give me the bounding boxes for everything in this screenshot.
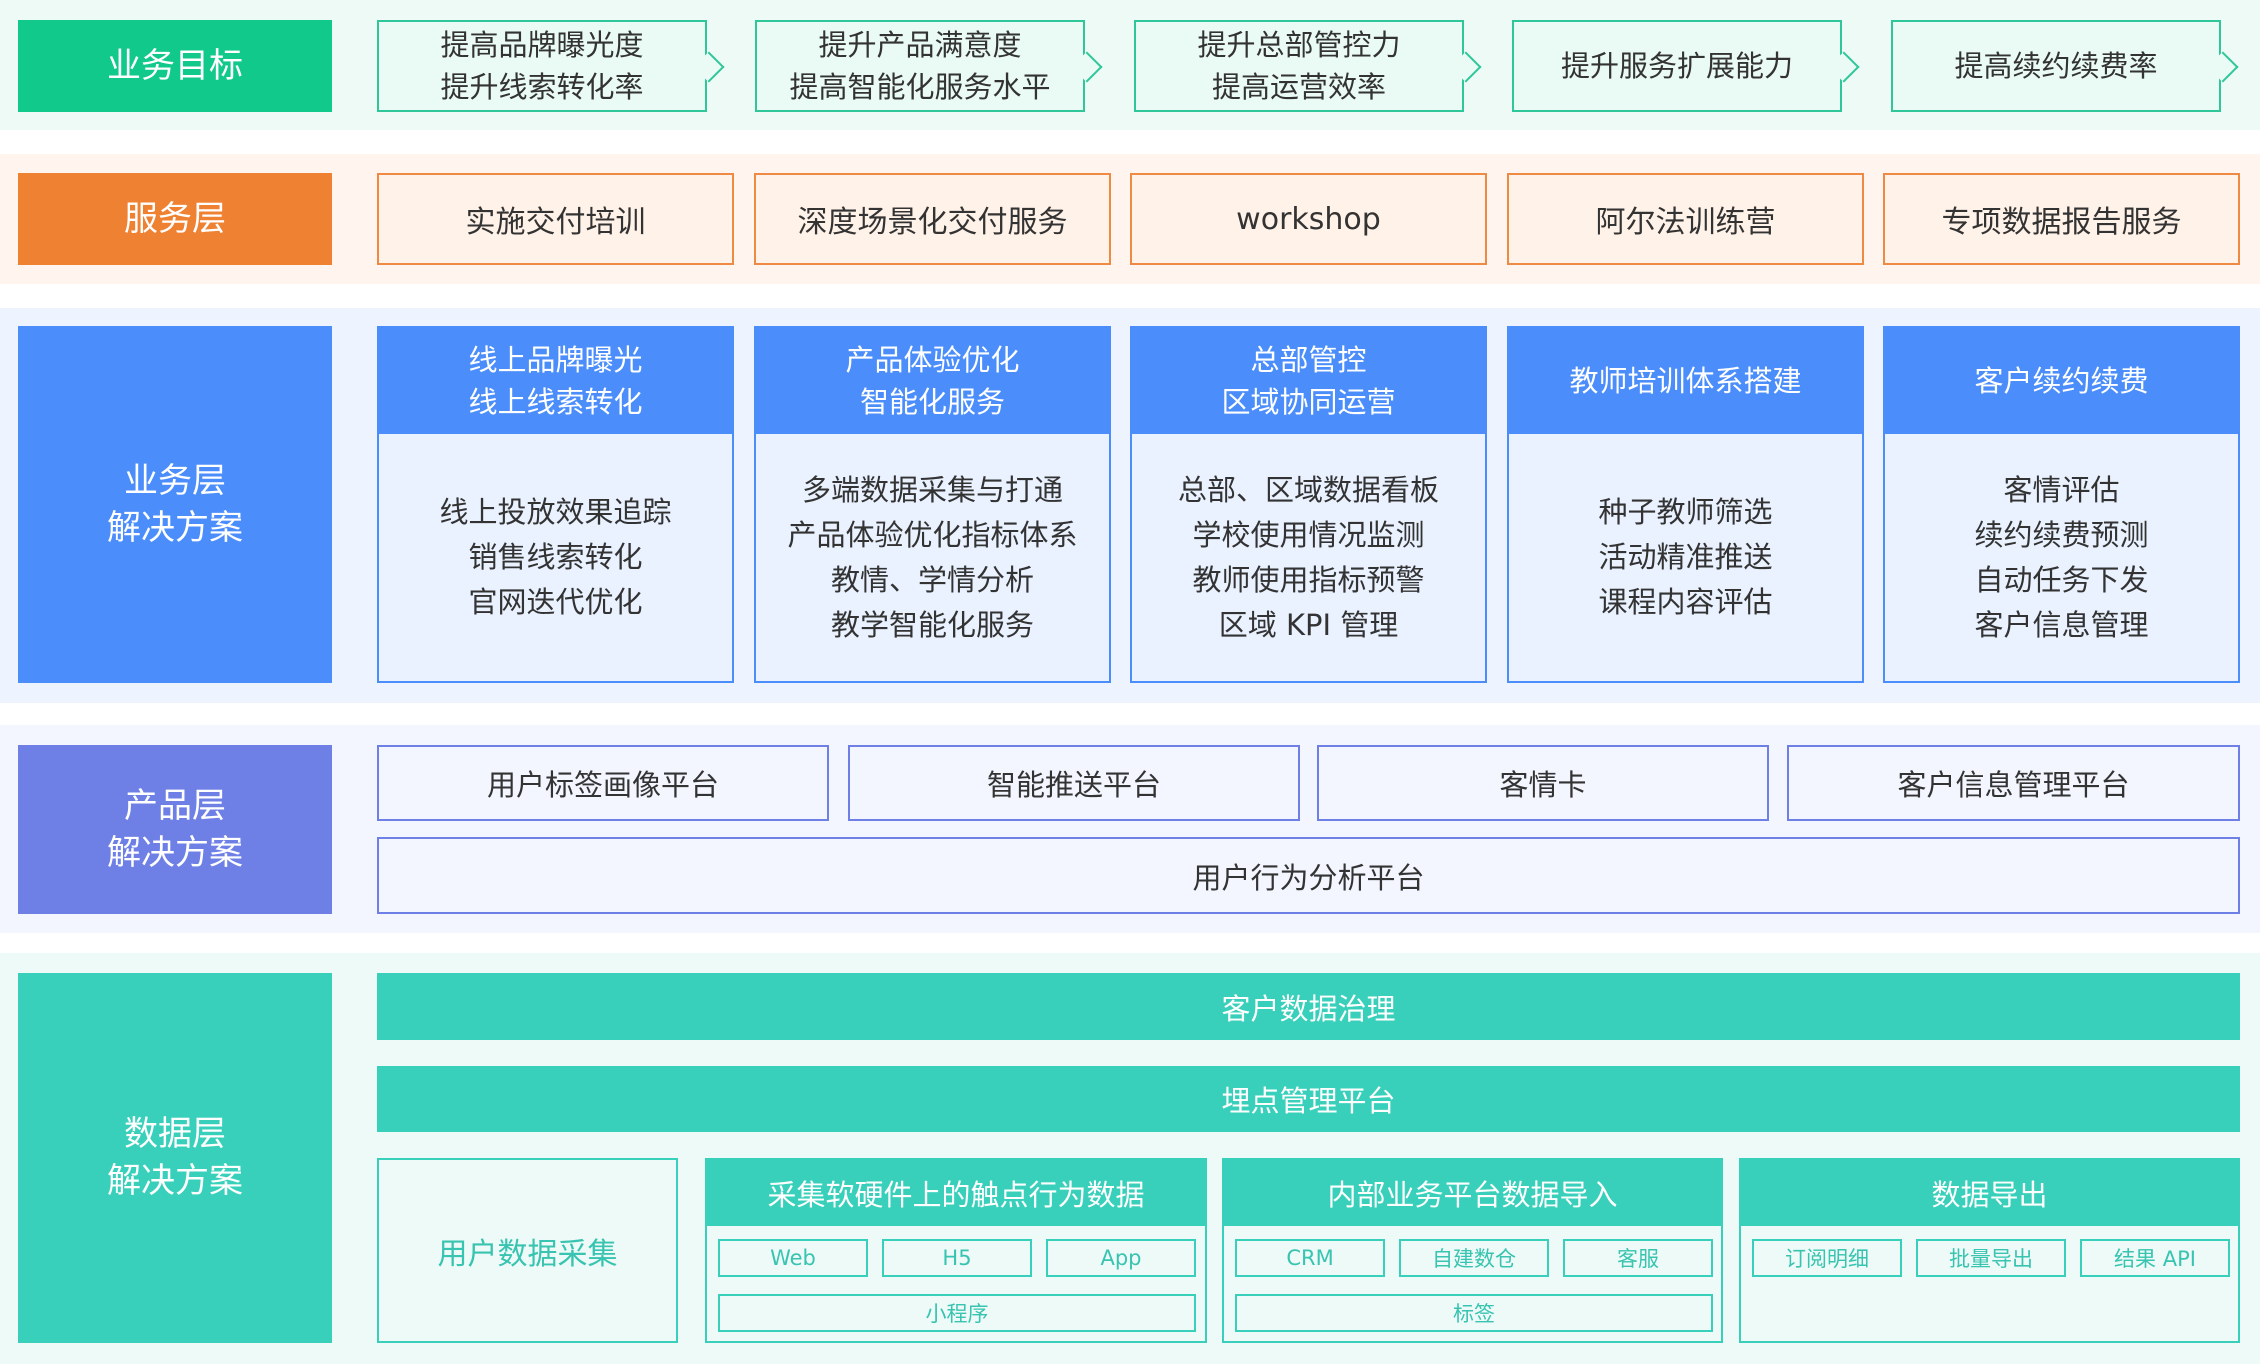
data-bar-tracking: 埋点管理平台: [377, 1066, 2240, 1132]
data-group-title: 采集软硬件上的触点行为数据: [707, 1160, 1205, 1226]
product-item-1: 用户标签画像平台: [377, 745, 829, 821]
chip-batch-export: 批量导出: [1916, 1239, 2066, 1277]
chip-mini-program: 小程序: [718, 1294, 1196, 1332]
goal-item-4: 提升服务扩展能力: [1512, 20, 1842, 112]
goal-item-2: 提升产品满意度 提高智能化服务水平: [755, 20, 1085, 112]
chip-crm: CRM: [1235, 1239, 1385, 1277]
business-card-body: 客情评估 续约续费预测 自动任务下发 客户信息管理: [1974, 472, 2149, 642]
business-card-title: 线上品牌曝光 线上线索转化: [379, 328, 732, 434]
data-layer-label: 数据层 解决方案: [18, 973, 332, 1343]
business-card-4: 教师培训体系搭建 种子教师筛选 活动精准推送 课程内容评估: [1507, 326, 1864, 683]
chip-h5: H5: [882, 1239, 1032, 1277]
data-group-export: 数据导出 订阅明细 批量导出 结果 API: [1739, 1158, 2240, 1343]
chip-app: App: [1046, 1239, 1196, 1277]
product-item-4: 客户信息管理平台: [1787, 745, 2240, 821]
data-group-title: 内部业务平台数据导入: [1224, 1160, 1721, 1226]
business-card-title: 产品体验优化 智能化服务: [756, 328, 1109, 434]
chip-tags: 标签: [1235, 1294, 1713, 1332]
business-layer-label: 业务层 解决方案: [18, 326, 332, 683]
goal-layer-label: 业务目标: [18, 20, 332, 112]
business-card-body: 线上投放效果追踪 销售线索转化 官网迭代优化: [439, 495, 672, 619]
business-card-5: 客户续约续费 客情评估 续约续费预测 自动任务下发 客户信息管理: [1883, 326, 2240, 683]
service-item-2: 深度场景化交付服务: [754, 173, 1111, 265]
product-item-2: 智能推送平台: [848, 745, 1300, 821]
business-card-title: 总部管控 区域协同运营: [1132, 328, 1485, 434]
service-layer-label: 服务层: [18, 173, 332, 265]
service-item-5: 专项数据报告服务: [1883, 173, 2240, 265]
chip-result-api: 结果 API: [2080, 1239, 2230, 1277]
business-card-3: 总部管控 区域协同运营 总部、区域数据看板 学校使用情况监测 教师使用指标预警 …: [1130, 326, 1487, 683]
service-item-3: workshop: [1130, 173, 1487, 265]
product-item-3: 客情卡: [1317, 745, 1769, 821]
service-item-4: 阿尔法训练营: [1507, 173, 1864, 265]
chip-customer-service: 客服: [1563, 1239, 1713, 1277]
user-data-collect: 用户数据采集: [377, 1158, 678, 1343]
data-bar-governance: 客户数据治理: [377, 973, 2240, 1040]
data-group-touchpoint: 采集软硬件上的触点行为数据 Web H5 App 小程序: [705, 1158, 1207, 1343]
goal-item-1: 提高品牌曝光度 提升线索转化率: [377, 20, 707, 112]
product-wide-item: 用户行为分析平台: [377, 837, 2240, 914]
data-group-import: 内部业务平台数据导入 CRM 自建数仓 客服 标签: [1222, 1158, 1723, 1343]
business-card-title: 教师培训体系搭建: [1509, 328, 1862, 434]
business-card-1: 线上品牌曝光 线上线索转化 线上投放效果追踪 销售线索转化 官网迭代优化: [377, 326, 734, 683]
goal-item-5: 提高续约续费率: [1891, 20, 2221, 112]
service-item-1: 实施交付培训: [377, 173, 734, 265]
business-card-body: 多端数据采集与打通 产品体验优化指标体系 教情、学情分析 教学智能化服务: [787, 472, 1078, 642]
data-group-title: 数据导出: [1741, 1160, 2238, 1226]
business-card-body: 种子教师筛选 活动精准推送 课程内容评估: [1598, 495, 1773, 619]
product-layer-label: 产品层 解决方案: [18, 745, 332, 914]
goal-item-3: 提升总部管控力 提高运营效率: [1134, 20, 1464, 112]
chip-web: Web: [718, 1239, 868, 1277]
chip-subscription-detail: 订阅明细: [1752, 1239, 1902, 1277]
business-card-title: 客户续约续费: [1885, 328, 2238, 434]
chip-warehouse: 自建数仓: [1399, 1239, 1549, 1277]
business-card-body: 总部、区域数据看板 学校使用情况监测 教师使用指标预警 区域 KPI 管理: [1177, 472, 1439, 642]
business-card-2: 产品体验优化 智能化服务 多端数据采集与打通 产品体验优化指标体系 教情、学情分…: [754, 326, 1111, 683]
